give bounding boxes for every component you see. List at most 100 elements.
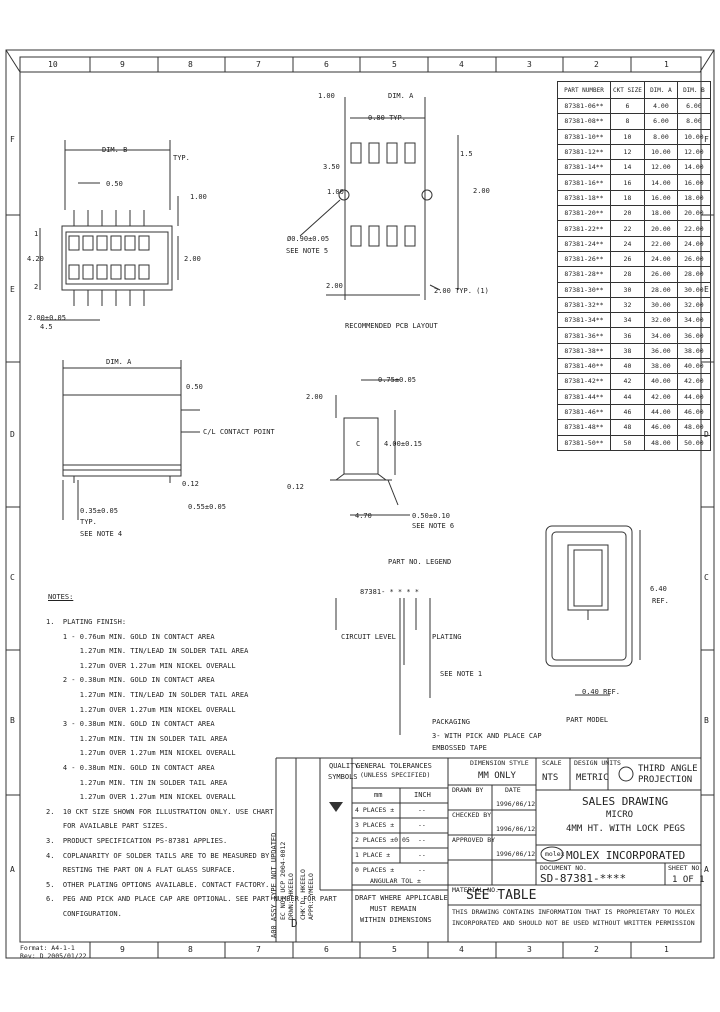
format-label: Format: A4-1-1 (20, 944, 75, 952)
tol-row: -- (418, 821, 426, 829)
tol-row: 2 PLACES ±0.05 (355, 836, 410, 844)
col-label: 1 (664, 60, 669, 69)
table-cell: 36.00 (676, 327, 711, 344)
ref-label: REF. (652, 597, 669, 605)
row-label: B (704, 716, 709, 725)
part-legend (335, 598, 431, 735)
table-cell: 28.00 (676, 266, 711, 283)
table-cell: 24.00 (643, 250, 678, 268)
col-label: 4 (459, 945, 464, 954)
note-line: 5. OTHER PLATING OPTIONS AVAILABLE. CONT… (46, 880, 270, 889)
dim-b-label: DIM. B (102, 146, 128, 154)
col-label: 7 (256, 945, 261, 954)
table-cell: 14.00 (676, 159, 711, 176)
table-cell: 87381-16** (557, 174, 611, 191)
table-cell: 87381-50** (557, 434, 611, 451)
legend-see-note: SEE NOTE 1 (440, 670, 483, 678)
note-line: 6. PEG AND PICK AND PLACE CAP ARE OPTION… (46, 895, 337, 904)
tol-row: -- (418, 866, 426, 874)
typ-label: TYP. (173, 154, 190, 162)
table-header: DIM. A (643, 81, 678, 99)
date-checked: 1996/06/12 (496, 825, 536, 833)
dim-400: 4.00±0.15 (384, 440, 422, 448)
dim-200: 2.00 (473, 187, 490, 195)
unless-specified: (UNLESS SPECIFIED) (360, 771, 431, 779)
drawn-by-label: DRAWN BY (452, 786, 484, 794)
table-cell: 87381-38** (557, 342, 611, 360)
table-cell: 16 (610, 174, 645, 191)
pcb-layout (299, 97, 459, 300)
dim-350: 3.50 (323, 163, 340, 171)
note-line: RESTING THE PART ON A FLAT GLASS SURFACE… (46, 866, 236, 875)
dim-200-tol: 2.00±0.05 (28, 314, 66, 322)
dim-200: 2.00 (306, 393, 323, 401)
dim-200: 2.00 (184, 255, 201, 263)
dimension-style-label: DIMENSION STYLE (470, 759, 529, 767)
end-view-c: C (356, 440, 361, 448)
dim-040: 0.40 REF. (582, 688, 620, 696)
tol-row: -- (418, 851, 426, 859)
legend-circuit: CIRCUIT LEVEL (341, 633, 396, 641)
design-units-label: DESIGN UNITS (574, 759, 621, 767)
note-line: 1.27um MIN. TIN IN SOLDER TAIL AREA (46, 778, 228, 787)
tol-row: 1 PLACE ± (355, 851, 391, 859)
dim-typ: TYP. (80, 518, 97, 526)
table-cell: 18 (610, 189, 645, 207)
col-label: 3 (527, 60, 532, 69)
proprietary-1: THIS DRAWING CONTAINS INFORMATION THAT I… (452, 908, 695, 916)
table-cell: 22 (610, 220, 645, 237)
table-cell: 14.00 (643, 174, 678, 191)
table-cell: 87381-14** (557, 159, 611, 176)
table-cell: 87381-48** (557, 419, 611, 436)
part-number-table: PART NUMBER CKT SIZE DIM. A DIM. B 87381… (557, 81, 711, 451)
tol-row: -- (418, 806, 426, 814)
tol-row: 3 PLACES ± (355, 821, 395, 829)
design-units: METRIC (576, 773, 609, 783)
revision-col-2: DRWN: HKEELO (287, 873, 295, 920)
row-label: B (10, 716, 15, 725)
document-no-label: DOCUMENT NO. (540, 864, 587, 872)
revision-letter: D (291, 917, 298, 930)
legend-code: 87381- * * * * (360, 588, 420, 596)
legend-embossed: EMBOSSED TAPE (432, 744, 487, 752)
molex-logo-text: molex (545, 850, 565, 858)
table-cell: 32.00 (676, 296, 711, 314)
note-line: 1. PLATING FINISH: (46, 618, 127, 626)
table-cell: 48.00 (676, 419, 711, 436)
revision-col-3: CHK'D: HKEELO (299, 869, 307, 920)
sales-drawing-title: SALES DRAWING (582, 795, 669, 808)
table-cell: 46 (610, 403, 645, 421)
table-cell: 20.00 (676, 205, 711, 222)
col-label: 8 (188, 945, 193, 954)
note-line: CONFIGURATION. (46, 910, 122, 918)
within-dims: WITHIN DIMENSIONS (360, 916, 432, 924)
col-label: 1 (664, 945, 669, 954)
note-line: 4. COPLANARITY OF SOLDER TAILS ARE TO BE… (46, 851, 270, 860)
row-label: E (10, 285, 15, 294)
note-line: 1.27um OVER 1.27um MIN NICKEL OVERALL (46, 749, 236, 758)
col-label: 6 (324, 60, 329, 69)
note-line: 1.27um OVER 1.27um MIN NICKEL OVERALL (46, 661, 236, 670)
table-cell: 87381-30** (557, 281, 611, 298)
col-label: 6 (324, 945, 329, 954)
dim-470: 4.70 (355, 512, 372, 520)
projection: PROJECTION (638, 775, 693, 785)
mm-only: MM ONLY (478, 771, 516, 781)
table-cell: 42 (610, 373, 645, 390)
col-label: 9 (120, 60, 125, 69)
col-label: 8 (188, 60, 193, 69)
table-cell: 87381-20** (557, 205, 611, 222)
dim-050: 0.50 (186, 383, 203, 391)
note-line: 3 - 0.38um MIN. GOLD IN CONTACT AREA (46, 720, 215, 729)
dim-100: 1.00 (327, 188, 344, 196)
table-cell: 26.00 (676, 250, 711, 268)
